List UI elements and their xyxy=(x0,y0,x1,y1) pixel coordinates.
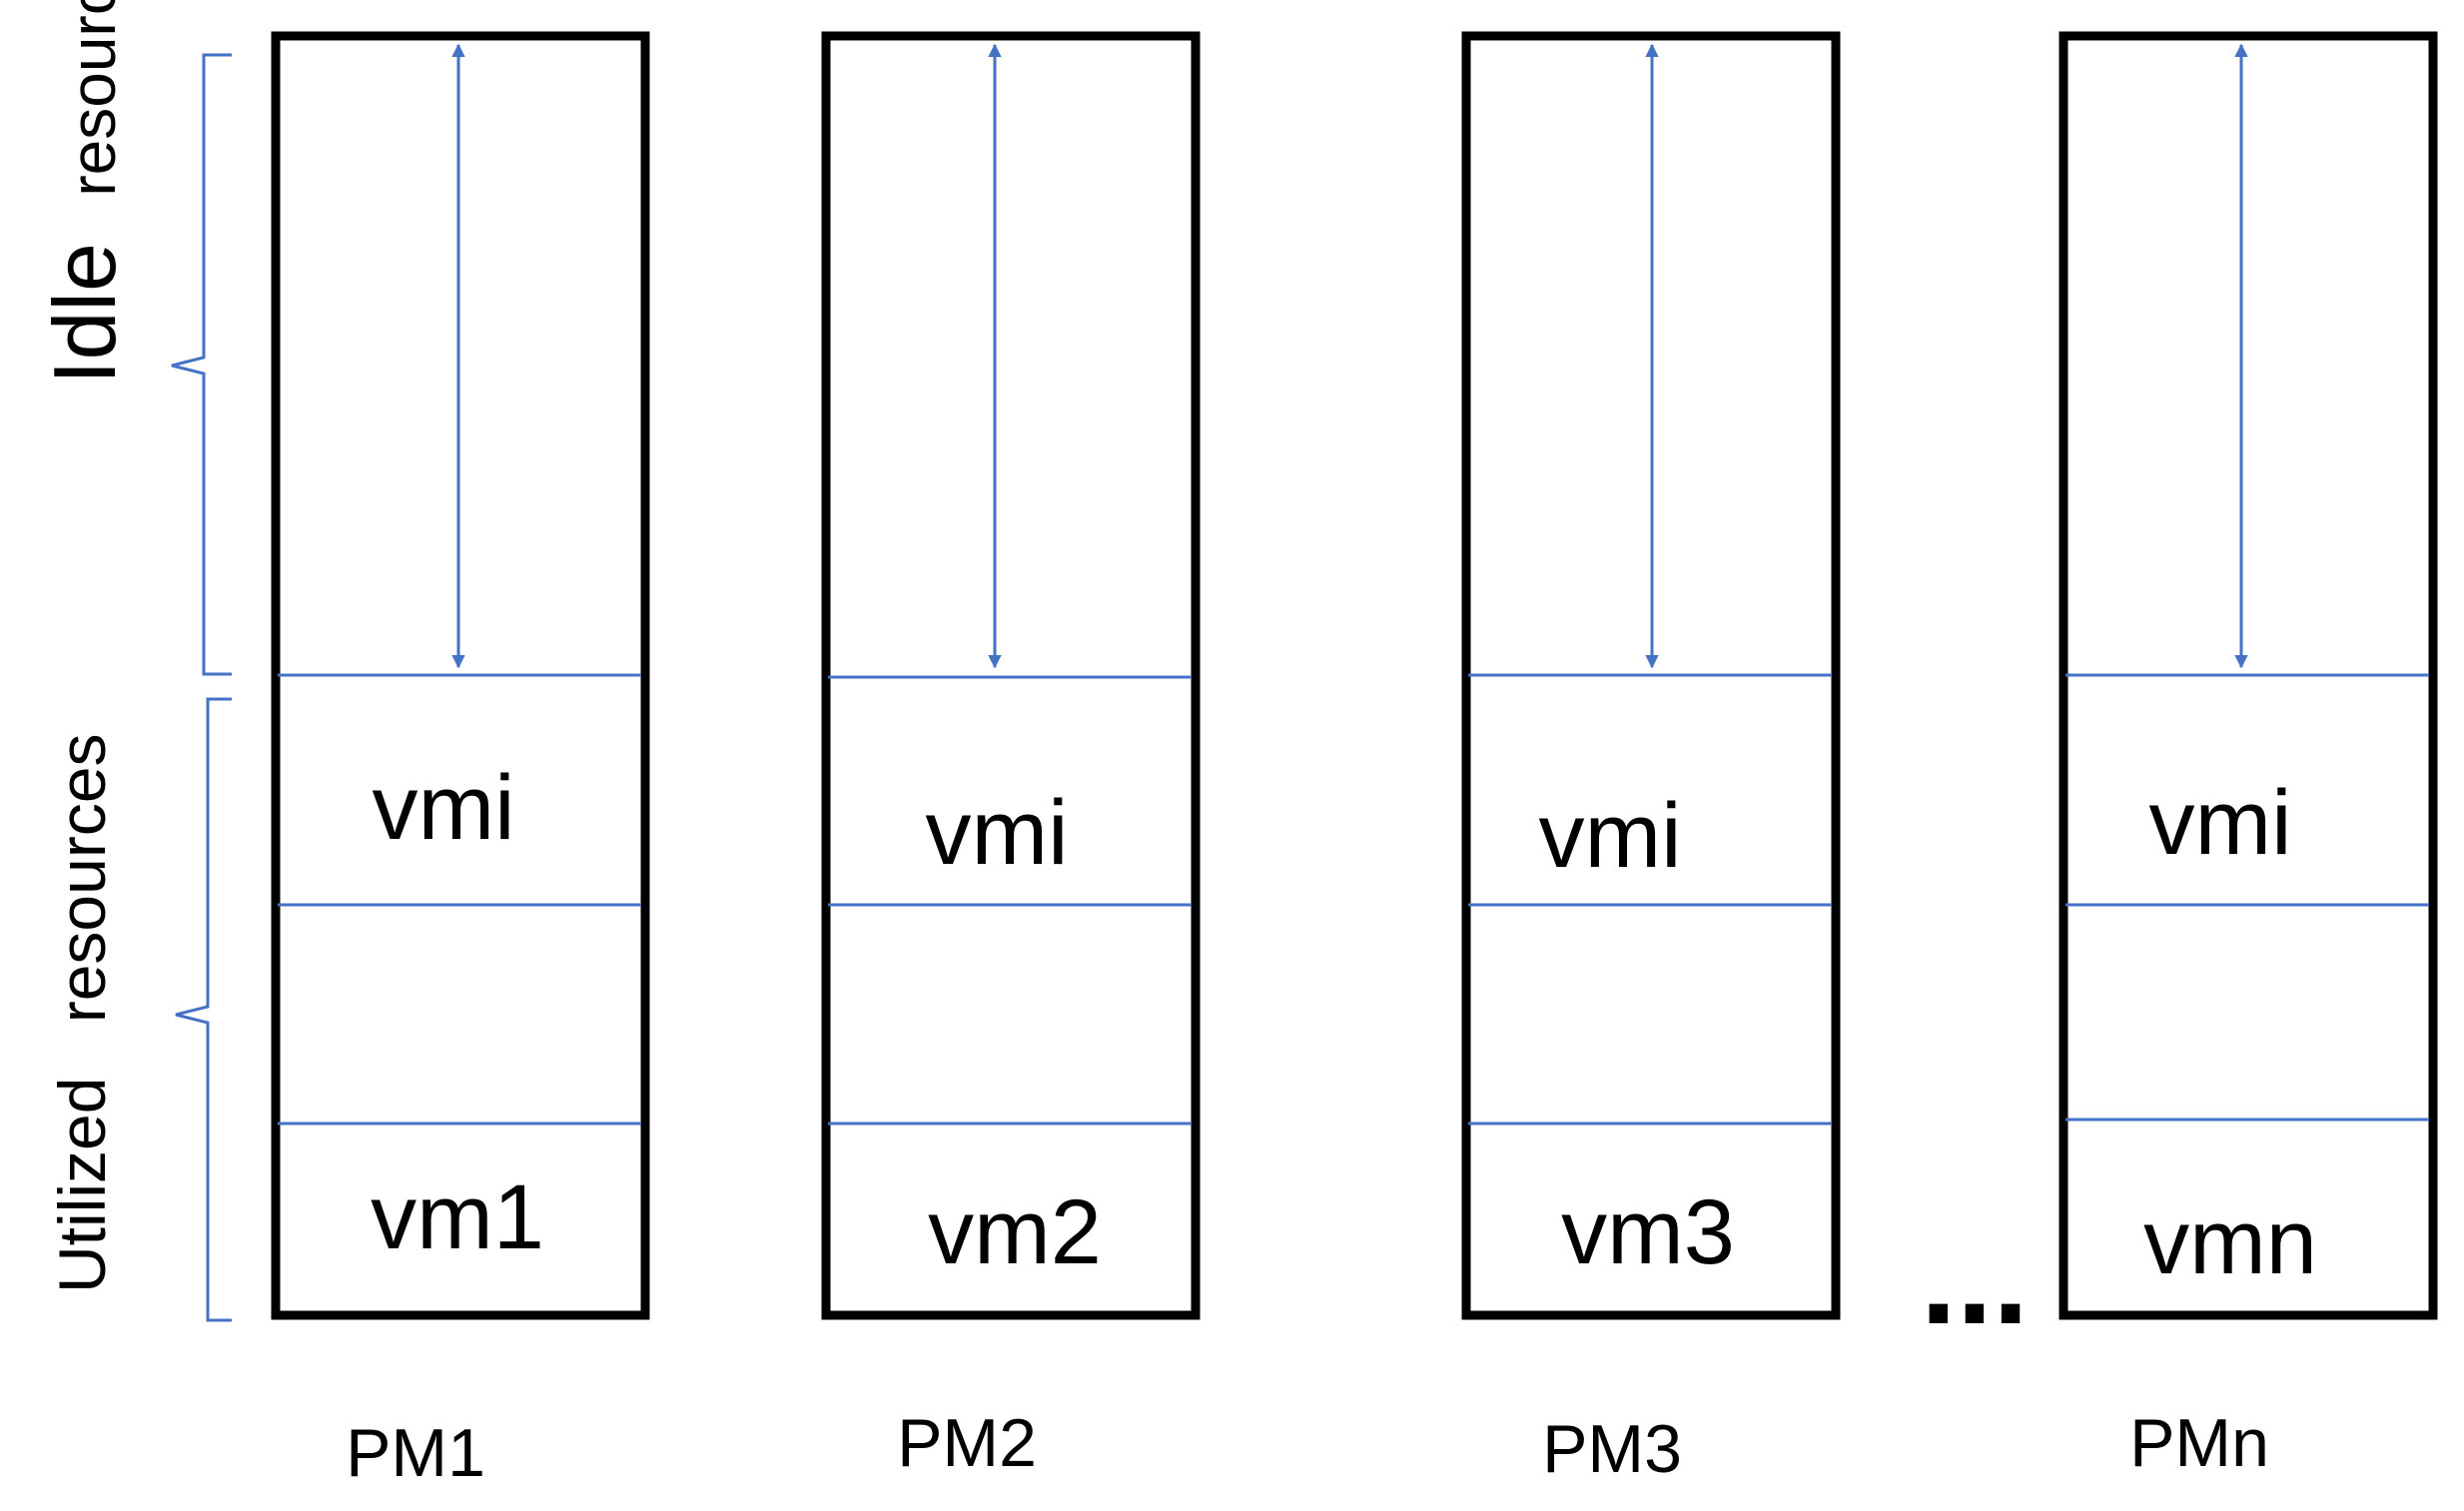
vm-bottom-label: vmn xyxy=(2143,1191,2317,1293)
idle-brace xyxy=(171,53,232,676)
utilized-brace xyxy=(175,697,232,1322)
pm-label: PMn xyxy=(2129,1405,2269,1481)
vm-bottom-label: vm2 xyxy=(928,1181,1102,1283)
idle-label: Idle xyxy=(35,243,134,384)
vm-bottom-label: vm1 xyxy=(371,1166,544,1268)
vm-top-label: vmi xyxy=(2148,772,2291,874)
idle-resources-word: resources xyxy=(57,0,129,197)
pm-column-1: vmi vm1 PM1 xyxy=(271,31,650,1491)
pm-label: PM3 xyxy=(1542,1411,1682,1487)
pm-column-2: vmi vm2 PM2 xyxy=(821,31,1201,1481)
pm-column-n: vmi vmn PMn xyxy=(2058,31,2438,1481)
pm-box xyxy=(271,31,650,1320)
ellipsis: ... xyxy=(1921,1205,2029,1351)
vm-top-label: vmi xyxy=(372,757,514,859)
pm-box xyxy=(1461,31,1841,1320)
utilized-resources-label: Utilized resources xyxy=(45,733,119,1293)
pm-column-3: vmi vm3 PM3 xyxy=(1461,31,1841,1487)
pm-box xyxy=(821,31,1201,1320)
vm-top-label: vmi xyxy=(1538,785,1681,887)
vm-top-label: vmi xyxy=(925,782,1068,884)
pm-box xyxy=(2058,31,2438,1320)
vm-bottom-label: vm3 xyxy=(1561,1181,1735,1283)
idle-resources-label: Idle resources xyxy=(35,0,134,384)
utilized-resources-word: resources xyxy=(45,733,119,1023)
pm-label: PM2 xyxy=(897,1405,1037,1481)
pm-label: PM1 xyxy=(346,1415,485,1491)
utilized-label: Utilized xyxy=(45,1078,119,1293)
